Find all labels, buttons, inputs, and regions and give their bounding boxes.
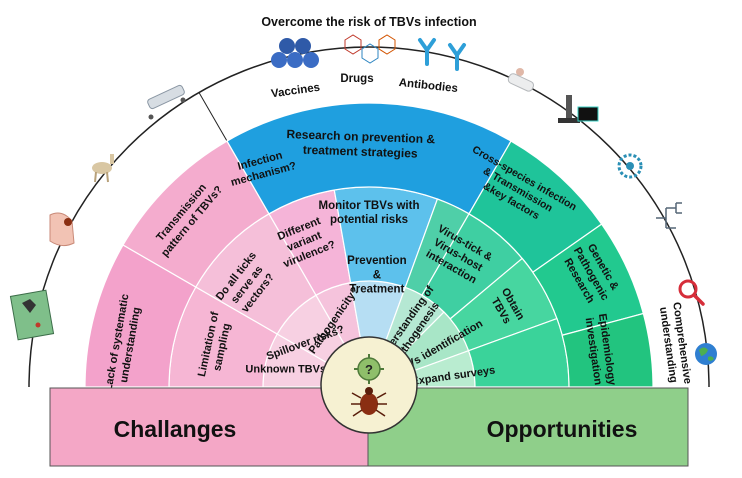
hospital-bed-icon bbox=[147, 84, 186, 120]
tick-icon bbox=[351, 387, 387, 417]
challenges-bar bbox=[49, 387, 369, 467]
prevention-and-treatment-line: Treatment bbox=[349, 284, 404, 296]
question-mark: ? bbox=[365, 362, 373, 377]
research-on-prevention: Research on prevention &treatment strate… bbox=[286, 127, 436, 161]
unknown-tbvs-line: Unknown TBVs? bbox=[245, 364, 333, 376]
virus-icon: ? bbox=[354, 354, 384, 384]
opportunities-bar bbox=[367, 387, 689, 467]
outer-divider bbox=[198, 92, 228, 142]
virus-cell-icon bbox=[617, 153, 643, 179]
left-seg2-outer bbox=[122, 140, 270, 288]
magnifier-icon bbox=[678, 279, 705, 306]
center-circle bbox=[320, 336, 418, 434]
globe-icon bbox=[695, 343, 717, 365]
top-seg-outer bbox=[226, 102, 512, 215]
unknown-tbvs: Unknown TBVs? bbox=[245, 364, 333, 376]
microscope-icon bbox=[558, 95, 599, 123]
lab-person-icon bbox=[507, 68, 534, 92]
prevention-and-treatment: Prevention & Treatment bbox=[347, 255, 406, 296]
research-on-prevention-line: treatment strategies bbox=[303, 143, 418, 161]
virus-particles-icon bbox=[271, 38, 319, 68]
monitor-tbvs-line: Monitor TBVs with bbox=[319, 200, 420, 212]
right-seg1-outer bbox=[468, 140, 603, 274]
monitor-tbvs: Monitor TBVs with potential risks bbox=[319, 200, 420, 226]
human-tick-bite-icon bbox=[49, 212, 75, 247]
phylogeny-icon bbox=[656, 202, 682, 229]
molecule-icon bbox=[344, 34, 396, 64]
deer-icon bbox=[92, 154, 114, 183]
opportunities-label: Opportunities bbox=[487, 416, 638, 442]
research-on-prevention-line: Research on prevention & bbox=[286, 127, 435, 146]
prevention-and-treatment-line: Prevention bbox=[347, 255, 406, 267]
left-seg1-outer bbox=[84, 244, 197, 388]
top-outer-label: Drugs bbox=[340, 73, 373, 85]
prevention-and-treatment-line: & bbox=[373, 269, 381, 281]
challenges-label: Challanges bbox=[114, 416, 237, 442]
monitor-tbvs-line: potential risks bbox=[330, 214, 408, 226]
right-seg3-outer bbox=[561, 312, 654, 388]
diagram-title: Overcome the risk of TBVs infection bbox=[261, 15, 476, 29]
antibody-icon bbox=[418, 38, 466, 71]
map-icon bbox=[9, 289, 55, 341]
